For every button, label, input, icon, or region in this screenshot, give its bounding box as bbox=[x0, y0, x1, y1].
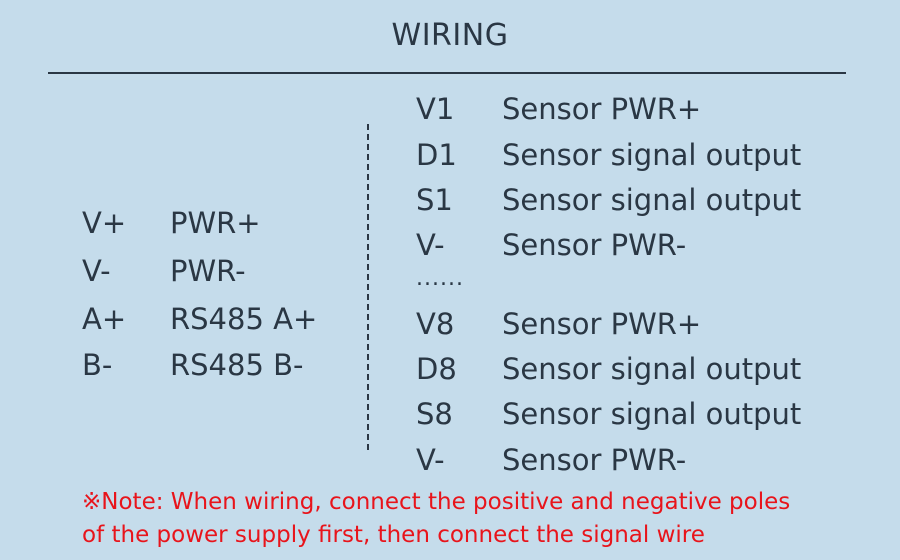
pin-description: PWR+ bbox=[170, 206, 261, 240]
pin-label: S1 bbox=[416, 183, 453, 217]
pin-label: V1 bbox=[416, 92, 455, 126]
pin-label: D8 bbox=[416, 352, 457, 386]
wiring-note: ※Note: When wiring, connect the positive… bbox=[82, 486, 872, 552]
pin-label: B- bbox=[82, 348, 113, 382]
pin-label: V- bbox=[416, 443, 445, 477]
pin-description: Sensor PWR- bbox=[502, 228, 687, 262]
pin-description: Sensor signal output bbox=[502, 352, 802, 386]
pin-description: Sensor PWR+ bbox=[502, 92, 702, 126]
dashed-divider bbox=[367, 124, 369, 450]
pin-label: V- bbox=[416, 228, 445, 262]
pin-label: D1 bbox=[416, 138, 457, 172]
note-line-1: ※Note: When wiring, connect the positive… bbox=[82, 489, 791, 515]
pin-label: S8 bbox=[416, 397, 453, 431]
pin-description: Sensor PWR- bbox=[502, 443, 687, 477]
pin-description: PWR- bbox=[170, 254, 246, 288]
note-line-2: of the power supply first, then connect … bbox=[82, 522, 705, 548]
ellipsis-text: ...... bbox=[416, 266, 464, 291]
pin-description: Sensor PWR+ bbox=[502, 307, 702, 341]
pin-label: V+ bbox=[82, 206, 127, 240]
pin-description: Sensor signal output bbox=[502, 183, 802, 217]
pin-label: V8 bbox=[416, 307, 455, 341]
pin-description: Sensor signal output bbox=[502, 397, 802, 431]
pin-description: Sensor signal output bbox=[502, 138, 802, 172]
pin-label: V- bbox=[82, 254, 111, 288]
pin-label: A+ bbox=[82, 302, 127, 336]
wiring-title: WIRING bbox=[391, 18, 509, 53]
title-rule bbox=[48, 72, 846, 74]
pin-description: RS485 A+ bbox=[170, 302, 318, 336]
pin-description: RS485 B- bbox=[170, 348, 304, 382]
